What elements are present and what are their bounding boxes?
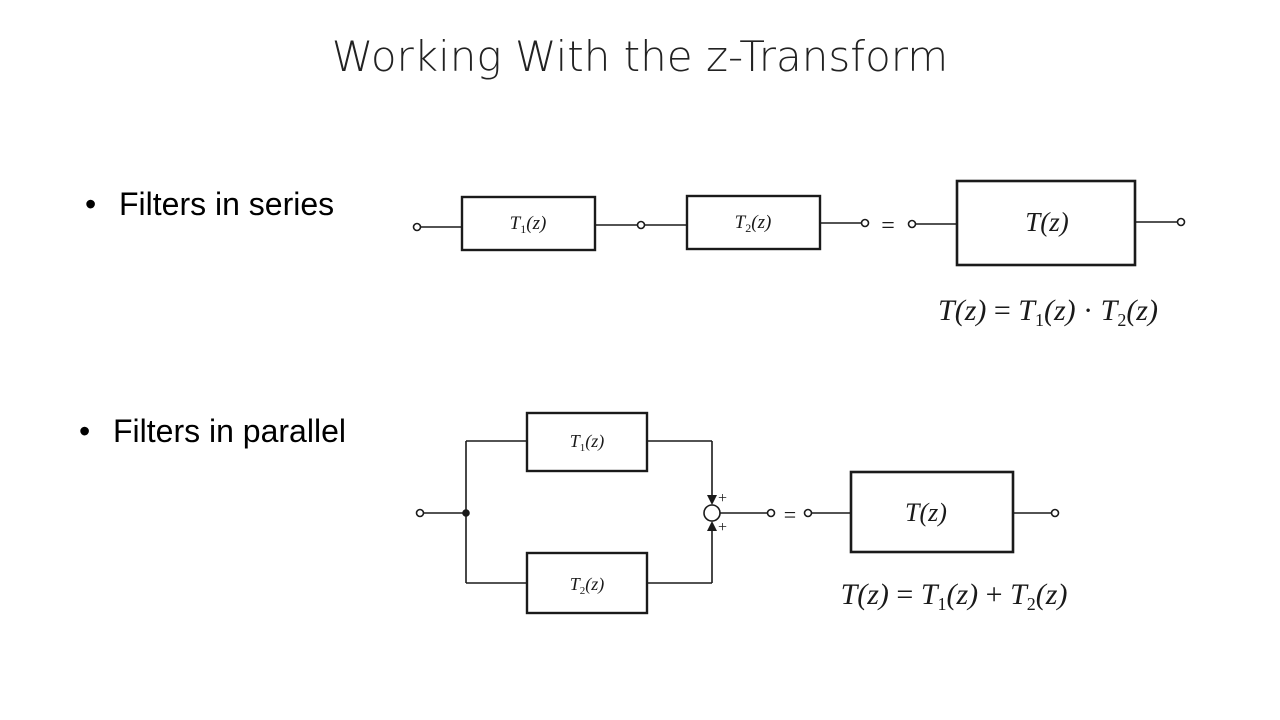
node-terminal: [803, 508, 813, 518]
arrow-head: [707, 495, 717, 505]
node-terminal: [766, 508, 776, 518]
slide-title: Working With the z-Transform: [331, 32, 949, 81]
bullet-filters-in-parallel: • Filters in parallel: [79, 413, 346, 450]
output-terminal: [1176, 217, 1186, 227]
parallel-equation: T(z) = T1(z) + T2(z): [841, 578, 1068, 614]
summer-plus-top: +: [718, 490, 727, 507]
parallel-block-t1-label: T1(z): [570, 431, 605, 454]
bullet-text: Filters in series: [119, 186, 335, 222]
bullet-marker: •: [85, 186, 97, 222]
parallel-equals-sign: =: [784, 502, 796, 527]
parallel-diagram: [415, 411, 1060, 615]
input-terminal: [415, 508, 425, 518]
series-block-t2-label: T2(z): [735, 212, 772, 235]
series-equals-sign: =: [881, 213, 895, 239]
parallel-block-t1: [525, 411, 649, 473]
bullet-filters-in-series: • Filters in series: [85, 186, 334, 223]
series-equivalent-label: T(z): [1025, 207, 1069, 237]
series-block-t1-label: T1(z): [510, 213, 547, 236]
parallel-equivalent-block: [849, 470, 1015, 554]
arrow-head: [707, 521, 717, 531]
parallel-equivalent-label: T(z): [905, 498, 947, 527]
node-terminal: [860, 218, 870, 228]
bullet-text: Filters in parallel: [113, 413, 346, 449]
node-terminal: [907, 219, 917, 229]
input-terminal: [412, 222, 422, 232]
bullet-marker: •: [79, 413, 91, 449]
series-equation: T(z) = T1(z) · T2(z): [938, 294, 1158, 330]
series-equivalent-block: [955, 179, 1137, 267]
output-terminal: [1050, 508, 1060, 518]
series-diagram: [412, 179, 1186, 267]
node-terminal: [636, 220, 646, 230]
summer-plus-bottom: +: [718, 519, 727, 536]
parallel-block-t2-label: T2(z): [570, 574, 605, 597]
series-block-t1: [460, 195, 597, 252]
